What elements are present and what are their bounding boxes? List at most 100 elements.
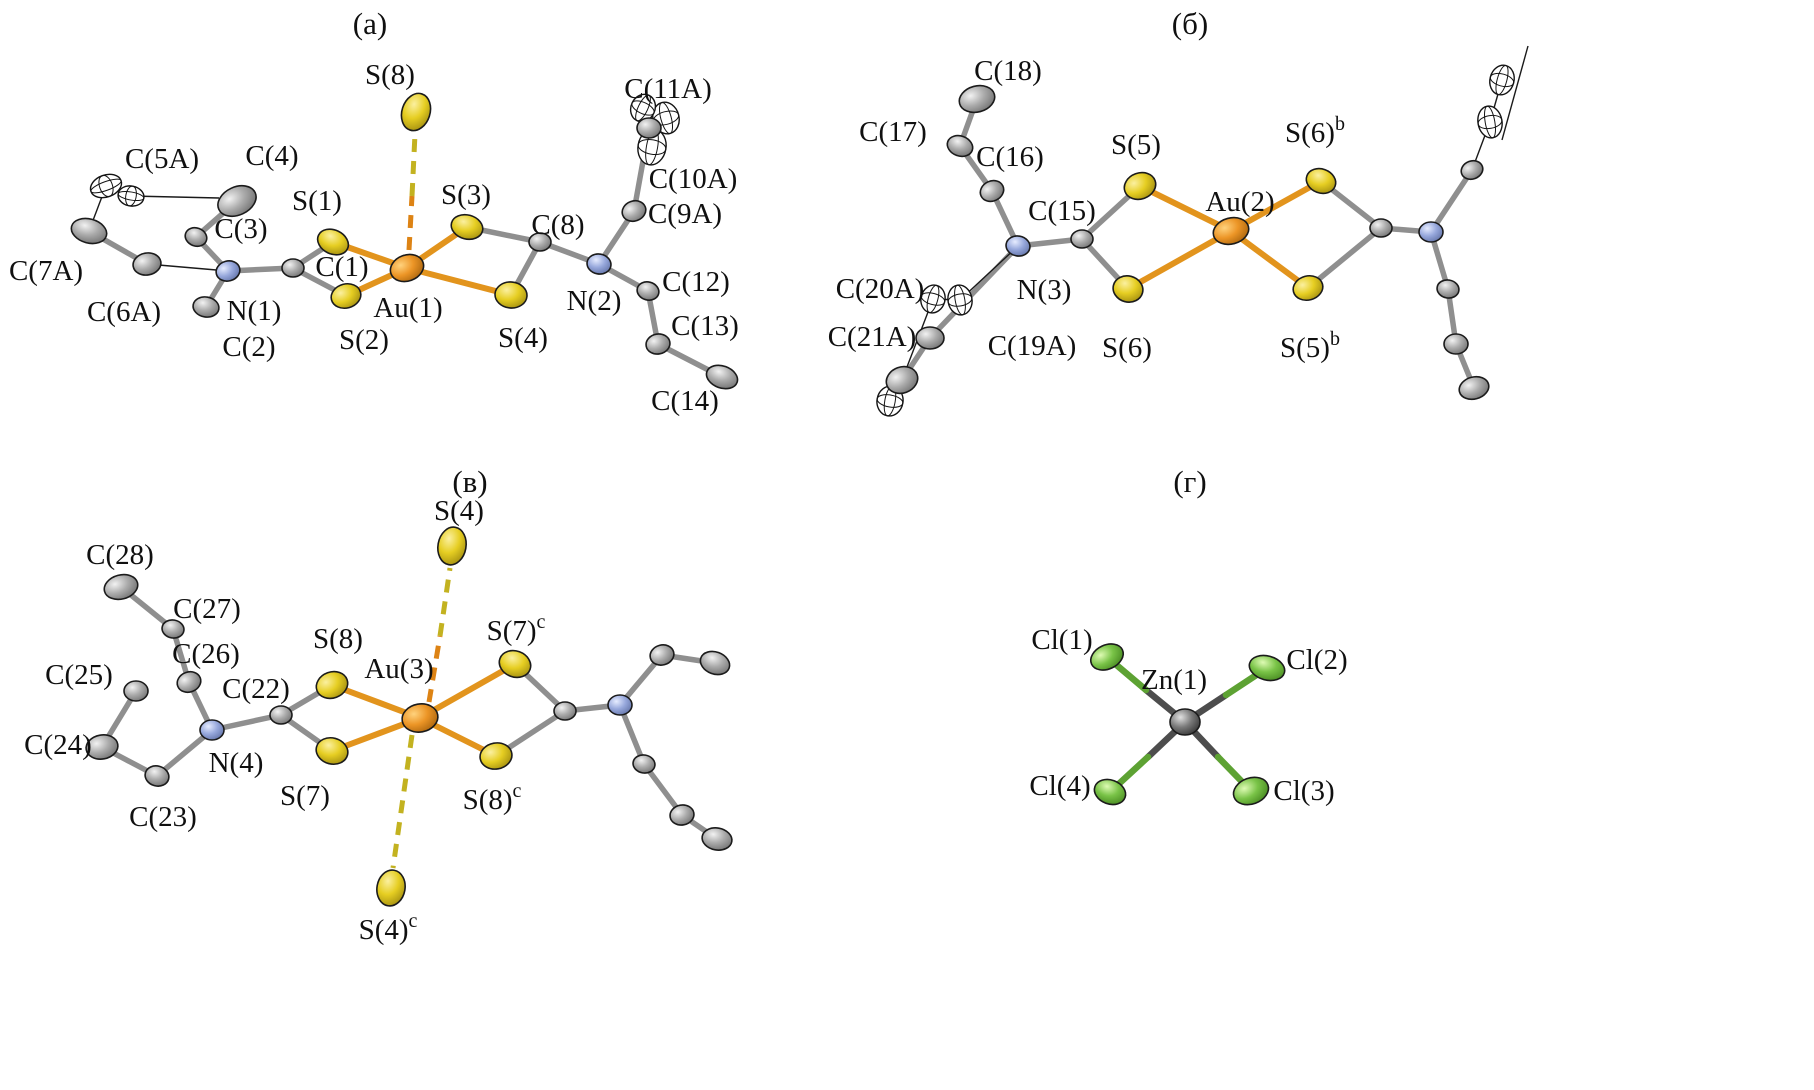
g-atom-cl1 (1089, 643, 1125, 671)
b-atom-c17 (946, 134, 974, 158)
b-label-s5: S(5) (1111, 129, 1161, 161)
v-label-s7c: S(7)c (487, 611, 546, 647)
a-label-c1: C(1) (315, 251, 368, 283)
b-label-c18: C(18) (974, 55, 1042, 87)
a-atom-au1 (389, 253, 425, 283)
v-label-c26: C(26) (172, 638, 240, 670)
a-atom-s4 (494, 281, 528, 309)
a-atom-s8 (400, 92, 432, 132)
a-atom-c7a (70, 217, 108, 245)
v-atom-cr6 (701, 827, 733, 851)
a-label-s1: S(1) (292, 185, 342, 217)
panel-g-atoms (1089, 643, 1286, 806)
b-label-au2: Au(2) (1205, 186, 1274, 218)
v-label-s7: S(7) (280, 780, 330, 812)
v-atom-c27 (161, 619, 185, 639)
a-atom-c1 (281, 258, 305, 278)
b-label-c16: C(16) (976, 141, 1044, 173)
b-atom-n3 (1005, 235, 1031, 257)
v-atom-c22r (553, 701, 577, 721)
v-atom-c25 (123, 680, 149, 702)
a-label-c12: C(12) (662, 266, 730, 298)
dashed-au-s-contact (437, 567, 453, 637)
b-label-s6b: S(6)b (1285, 113, 1345, 149)
g-label-zn1: Zn(1) (1141, 664, 1207, 696)
b-label-s5b: S(5)b (1280, 328, 1340, 364)
a-label-c11a: C(11A) (624, 73, 712, 105)
b-atom-c19 (915, 326, 945, 350)
v-atom-au3 (401, 703, 439, 733)
b-label-c21a: C(21A) (828, 321, 917, 353)
panel-a-labels: S(8) C(5A) C(4) C(7A) C(3) C(6A) N(1) C(… (9, 59, 739, 417)
v-label-au3: Au(3) (364, 653, 433, 685)
v-atom-cr5 (669, 804, 695, 826)
a-label-c7a: C(7A) (9, 255, 83, 287)
a-label-s8: S(8) (365, 59, 415, 91)
b-label-n3: N(3) (1017, 274, 1072, 306)
b-label-c20a: C(20A) (836, 273, 925, 305)
a-atom-s2 (330, 282, 362, 310)
b-atom-n3r (1418, 221, 1444, 243)
a-label-s4: S(4) (498, 322, 548, 354)
v-atom-cr3 (699, 650, 731, 676)
v-atom-n4 (199, 719, 225, 741)
v-label-s8: S(8) (313, 623, 363, 655)
a-label-c4: C(4) (245, 140, 298, 172)
a-atom-c13 (645, 333, 671, 355)
b-atom-c20r (1443, 333, 1469, 355)
v-atom-c26 (176, 670, 202, 694)
label-base: S(7) (487, 615, 537, 647)
dashed-au-s-contact (406, 195, 415, 251)
b-label-c17: C(17) (859, 116, 927, 148)
v-atom-s8c (479, 742, 513, 770)
label-sup: b (1330, 328, 1340, 350)
v-label-s4: S(4) (434, 495, 484, 527)
b-atom-c21r (1458, 375, 1490, 401)
v-label-c22: C(22) (222, 673, 290, 705)
bond (404, 265, 514, 298)
g-atom-zn1 (1169, 708, 1201, 736)
a-atom-c2 (192, 296, 220, 318)
b-disorder-atom-right1 (1477, 105, 1503, 139)
a-atom-s1 (316, 228, 350, 256)
bond (1305, 225, 1384, 291)
b-label-c15: C(15) (1028, 195, 1096, 227)
a-label-au1: Au(1) (373, 292, 442, 324)
panel-a-atoms (70, 92, 739, 390)
panel-b-labels: C(18) C(17) C(16) S(5) Au(2) S(6)b C(15)… (828, 55, 1345, 364)
a-disorder-atom-c11a2 (629, 93, 657, 123)
panel-b: (б) (828, 6, 1529, 417)
panel-g-labels: Cl(1) Zn(1) Cl(2) Cl(4) Cl(3) (1029, 624, 1347, 807)
a-atom-n2 (586, 253, 612, 275)
a-atom-n1 (215, 260, 241, 282)
v-atom-c24 (85, 734, 119, 760)
a-atom-c8 (528, 232, 552, 252)
v-label-s8c: S(8)c (463, 780, 522, 816)
a-disorder-atom-c5a (89, 173, 123, 199)
panel-v-dashed-contacts (390, 567, 453, 869)
v-atom-c22 (269, 705, 293, 725)
dashed-au-s-contact (409, 133, 418, 197)
b-atom-c16r (1460, 159, 1484, 181)
g-label-cl3: Cl(3) (1273, 775, 1334, 807)
v-atom-s4c (376, 869, 406, 907)
g-label-cl4: Cl(4) (1029, 770, 1090, 802)
bond (1125, 228, 1234, 292)
g-label-cl2: Cl(2) (1286, 644, 1347, 676)
bond (1137, 183, 1234, 234)
dashed-au-s-contact (426, 635, 443, 703)
v-label-c24: C(24) (24, 729, 92, 761)
a-atom-s3 (450, 213, 484, 241)
a-label-c5a: C(5A) (125, 143, 199, 175)
a-atom-c3 (184, 226, 208, 248)
a-label-c3: C(3) (214, 213, 267, 245)
panel-v: (в) (24, 464, 733, 946)
a-label-n2: N(2) (567, 285, 622, 317)
b-label-s6: S(6) (1102, 332, 1152, 364)
bond (154, 727, 215, 779)
b-disorder-atom-right2 (1489, 64, 1515, 96)
a-label-c10a: C(10A) (649, 163, 738, 195)
b-disorder-atom-c19a (947, 284, 973, 316)
a-label-c2: C(2) (222, 331, 275, 363)
